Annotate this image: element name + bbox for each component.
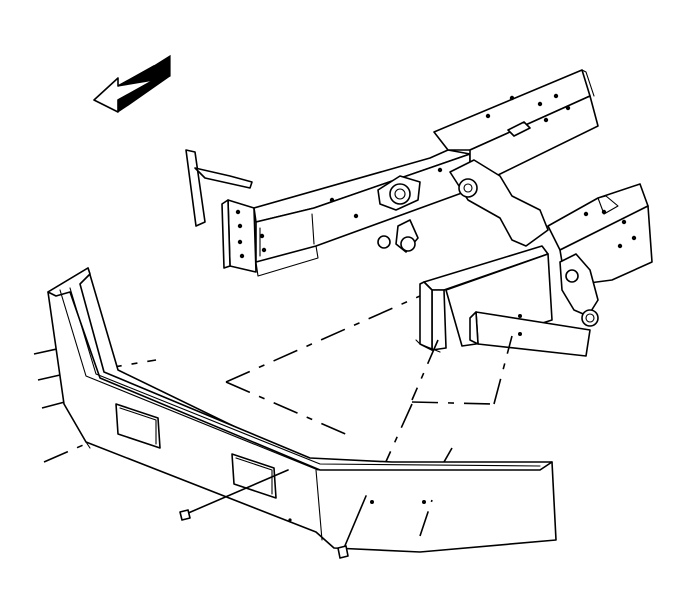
- frame-rail-left: [185, 149, 471, 277]
- bumper-bracket-right: [445, 253, 591, 357]
- front-bumper: [47, 267, 557, 553]
- direction-arrow-icon: [93, 54, 171, 113]
- bumper-bracket-left: [415, 245, 549, 353]
- bumper-bolt-right: [337, 495, 433, 559]
- bumper-bolt-left: [179, 469, 289, 521]
- frame-rail-right: [433, 69, 653, 327]
